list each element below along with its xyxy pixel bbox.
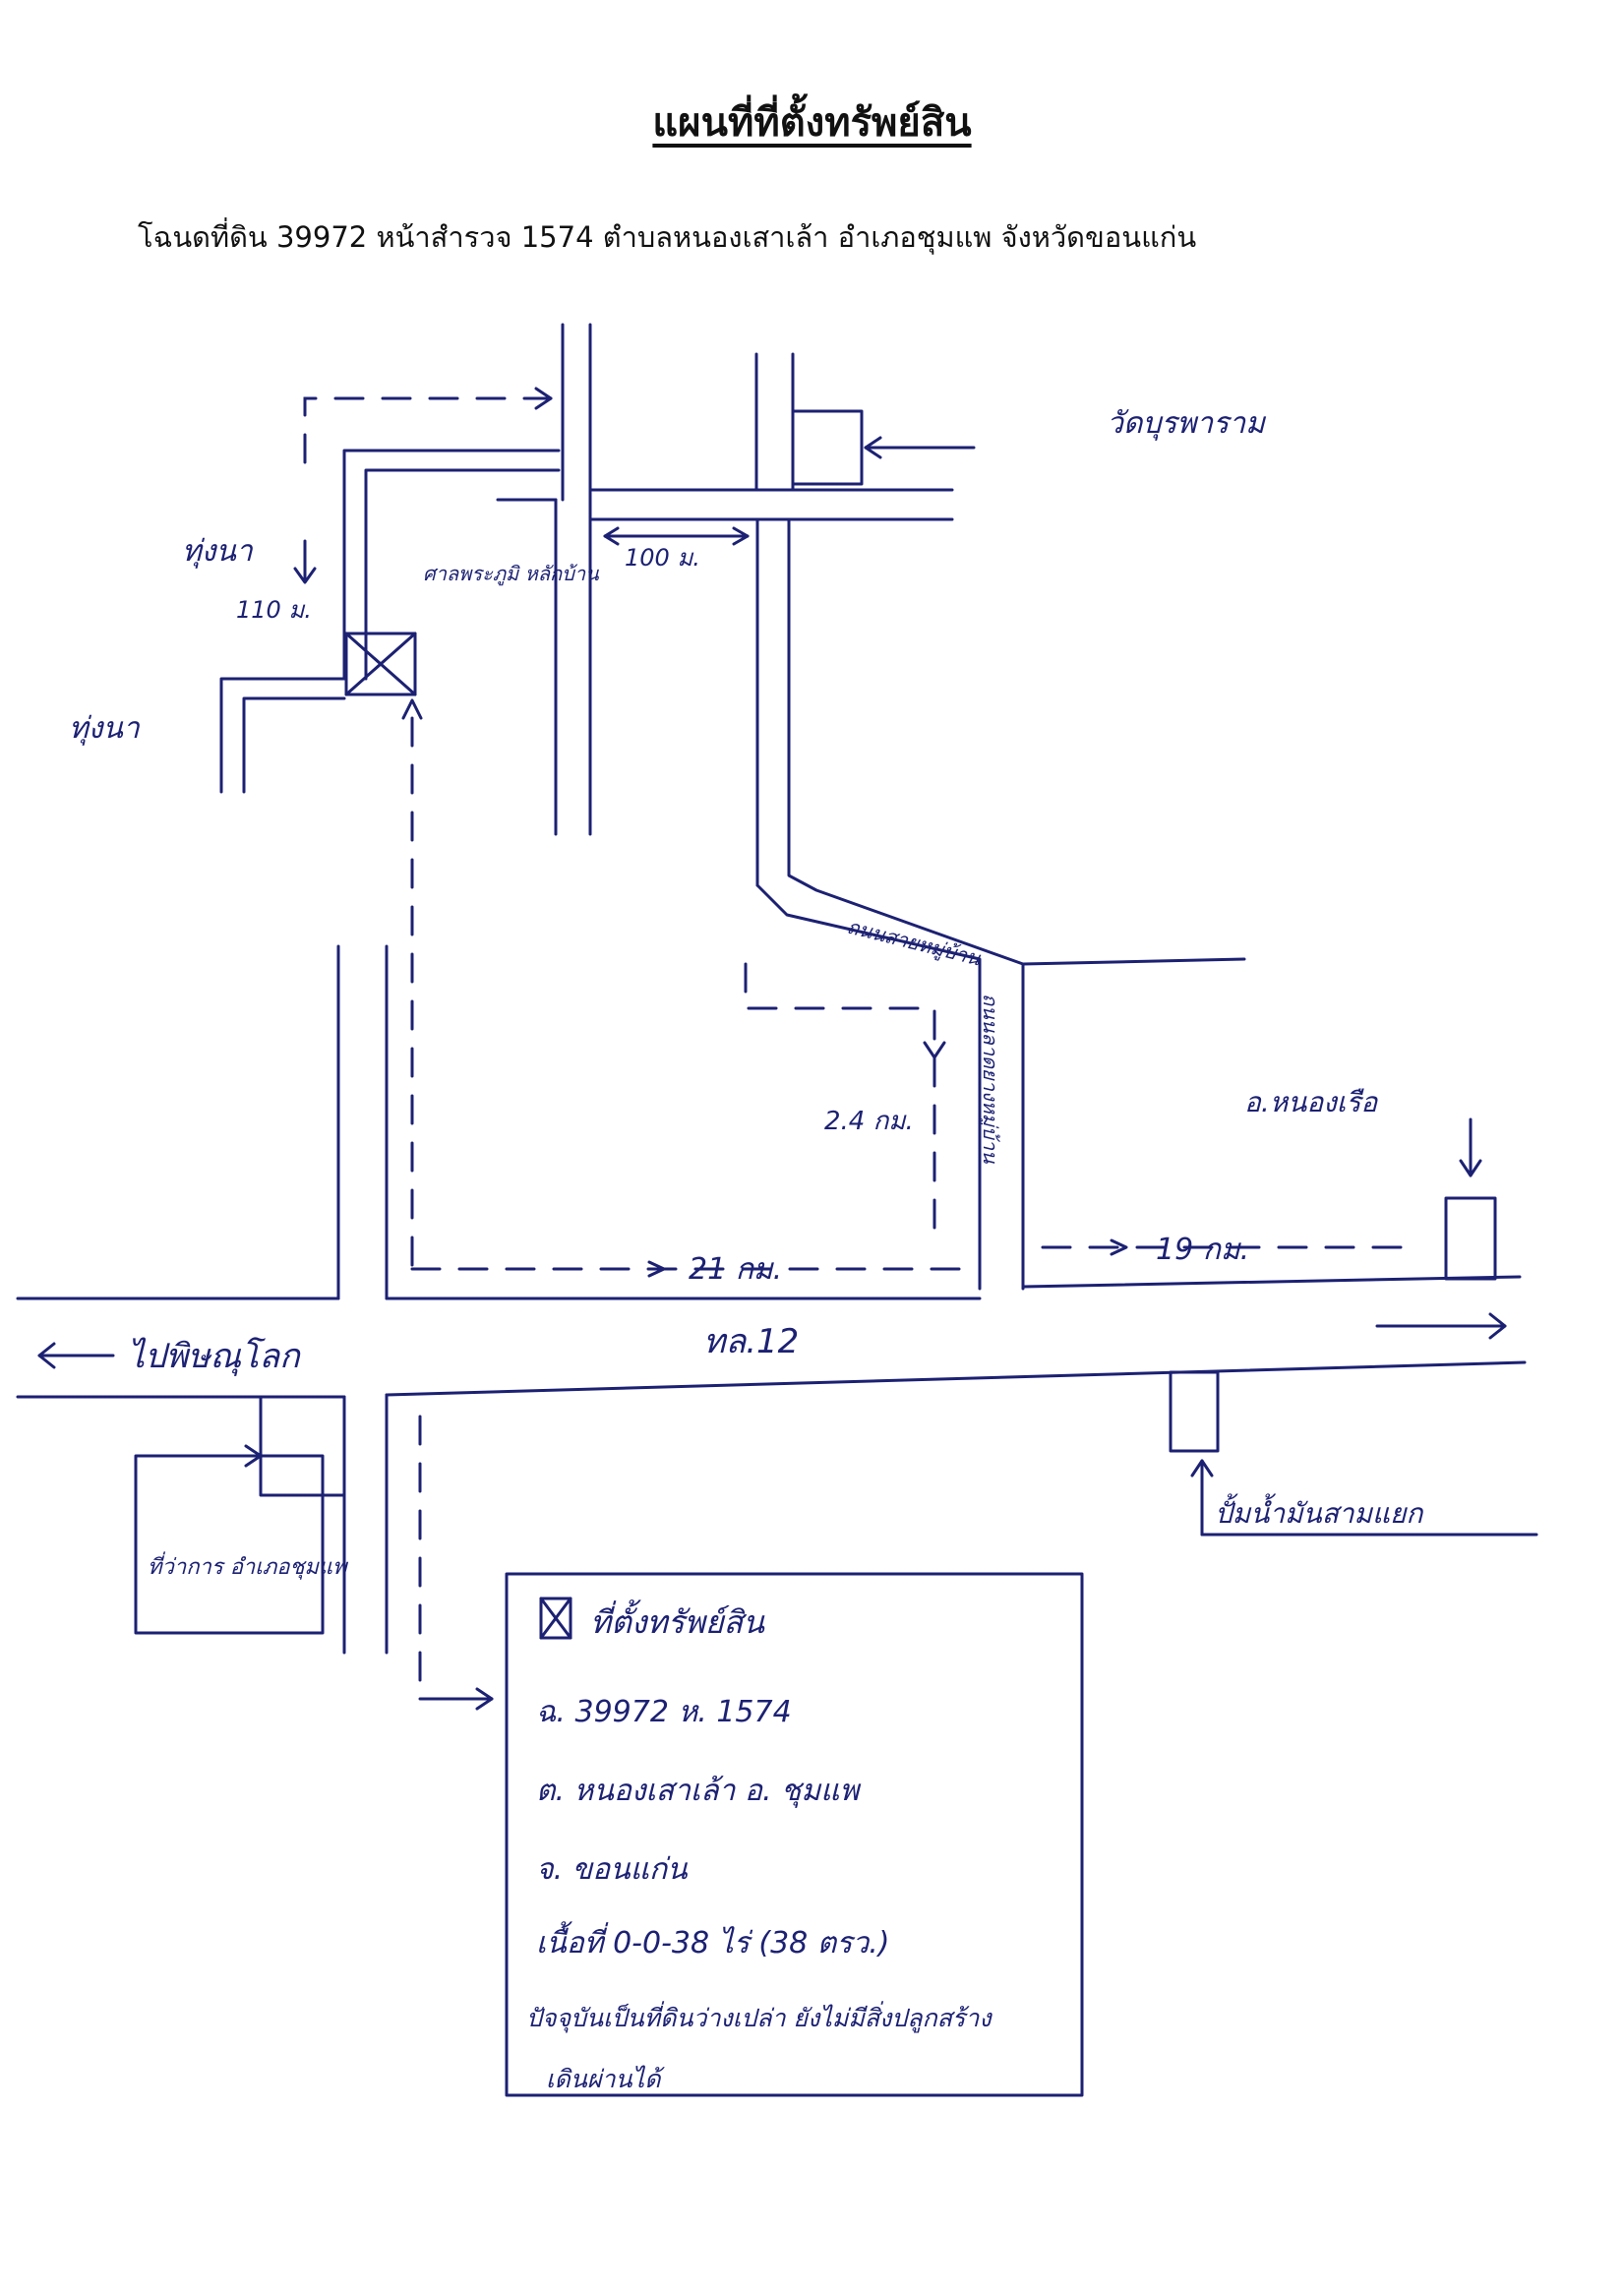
route-19-arrow-icon (1110, 1238, 1128, 1256)
paddy-edge-lower (242, 696, 346, 794)
legend-line-2: ต. หนองเสาเล้า อ. ชุมแพ (536, 1774, 861, 1808)
village-south-arrow-icon (923, 1041, 946, 1059)
district-office-arrow-icon (244, 1444, 263, 1468)
village-road-west (755, 517, 982, 1291)
temple-label: วัดบุรพาราม (1107, 406, 1267, 441)
district-office-outline (134, 1454, 325, 1635)
route-south-arrow-icon (475, 1687, 494, 1711)
distance-2-4-label: 2.4 กม. (824, 1107, 914, 1136)
paddy-top-label: ทุ่งนา (182, 534, 254, 569)
map-title: แผนที่ที่ตั้งทรัพย์สิน (652, 100, 972, 146)
distance-110-label: 110 ม. (236, 596, 312, 624)
internal-road-label: ถนนสายหมู่บ้าน (845, 915, 985, 972)
distance-21-label: 21 กม. (689, 1252, 782, 1287)
legend-line-1: ฉ. 39972 ห. 1574 (536, 1695, 792, 1729)
district-office-box (259, 1395, 346, 1497)
legend-line-6: เดินผ่านได้ (546, 2065, 665, 2093)
route-21-arrow-icon (647, 1260, 666, 1278)
route-top (303, 396, 553, 464)
village-road-east (787, 517, 1025, 1291)
legend-plot-symbol (539, 1597, 572, 1640)
route-village-south (744, 962, 936, 1246)
legend-title: ที่ตั้งทรัพย์สิน (590, 1599, 765, 1641)
access-road-inner (364, 468, 561, 681)
gas-station-arrow-icon (1190, 1459, 1214, 1478)
distance-100-label: 100 ม. (625, 544, 700, 572)
legend-line-3: จ. ขอนแก่น (536, 1852, 689, 1887)
village-branch-east (1021, 957, 1246, 966)
deed-info: โฉนดที่ดิน 39972 หน้าสำรวจ 1574 ตำบลหนอง… (138, 220, 1197, 254)
highway-north-east (1021, 1275, 1522, 1289)
paddy-left-label: ทุ่งนา (69, 711, 141, 746)
west-arrow-icon (37, 1342, 56, 1369)
distance-19-label: 19 กม. (1156, 1233, 1249, 1267)
east-arrow-icon (1488, 1312, 1507, 1340)
paddy-edge-upper (219, 677, 346, 794)
legend-box (505, 1572, 1084, 2097)
access-road-outer (342, 449, 561, 681)
side-road-label: ถนนลาดยางหมู่บ้าน (978, 994, 1002, 1165)
property-plot (344, 632, 417, 696)
legend-cross-b (539, 1597, 572, 1640)
distance-100-left-arrow-icon (603, 526, 620, 546)
distance-100-right-arrow-icon (732, 526, 750, 546)
legend-line-5: ปัจจุบันเป็นที่ดินว่างเปล่า ยังไม่มีสิ่ง… (526, 2001, 992, 2033)
nongruea-building (1444, 1196, 1497, 1281)
district-office-label: ที่ว่าการ อำเภอชุมแพ (148, 1551, 349, 1580)
route-top-arrow-icon (534, 387, 553, 410)
temple-building (791, 409, 864, 486)
legend-line-4: เนื้อที่ 0-0-38 ไร่ (38 ตรว.) (536, 1921, 889, 1960)
nongruea-label: อ.หนองเรือ (1244, 1086, 1378, 1118)
gas-station-label: ปั้มน้ำมันสามแยก (1215, 1493, 1424, 1530)
highway-label: ทล.12 (703, 1322, 799, 1361)
shrine-label-a: ศาลพระภูมิ หลักบ้าน (423, 562, 600, 586)
property-cross-b (344, 632, 417, 696)
highway-south-east (385, 1360, 1527, 1397)
gas-station-building (1169, 1370, 1220, 1453)
nongruea-arrow-icon (1459, 1159, 1482, 1177)
temple-arrow-icon (864, 436, 882, 459)
distance-down-arrow-icon (293, 567, 317, 584)
route-up-arrow-icon (401, 698, 423, 720)
to-phitsanulok-label: ไปพิษณุโลก (128, 1337, 301, 1376)
